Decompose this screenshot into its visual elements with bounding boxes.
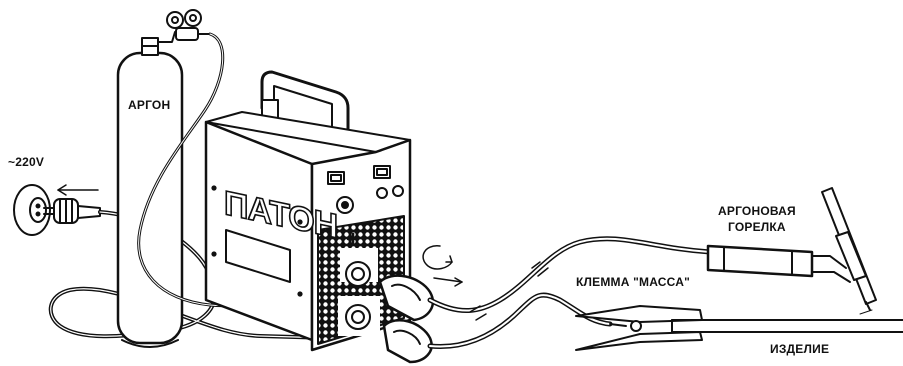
torch-label-line1: АРГОНОВАЯ	[718, 203, 796, 219]
argon-label: АРГОН	[128, 98, 170, 112]
plus-sign: +	[346, 226, 360, 254]
pressure-regulator-icon	[158, 10, 210, 42]
torch-label-line2: ГОРЕЛКА	[718, 219, 796, 235]
knob-icon	[337, 197, 353, 213]
ground-cable	[430, 295, 610, 346]
workpiece-label: ИЗДЕЛИЕ	[770, 342, 829, 356]
socket-icon	[14, 185, 50, 235]
torch-label: АРГОНОВАЯ ГОРЕЛКА	[718, 203, 796, 235]
minus-sign: –	[349, 282, 359, 303]
ground-clamp-label: КЛЕММА "МАССА"	[576, 275, 690, 289]
gas-cylinder-icon	[118, 38, 182, 347]
arrow-icon	[58, 185, 98, 195]
ground-clamp-icon	[576, 306, 702, 350]
plug-icon	[44, 199, 100, 223]
arrow-icon	[423, 246, 452, 269]
workpiece	[672, 320, 903, 332]
voltage-label: ~220V	[8, 155, 44, 169]
